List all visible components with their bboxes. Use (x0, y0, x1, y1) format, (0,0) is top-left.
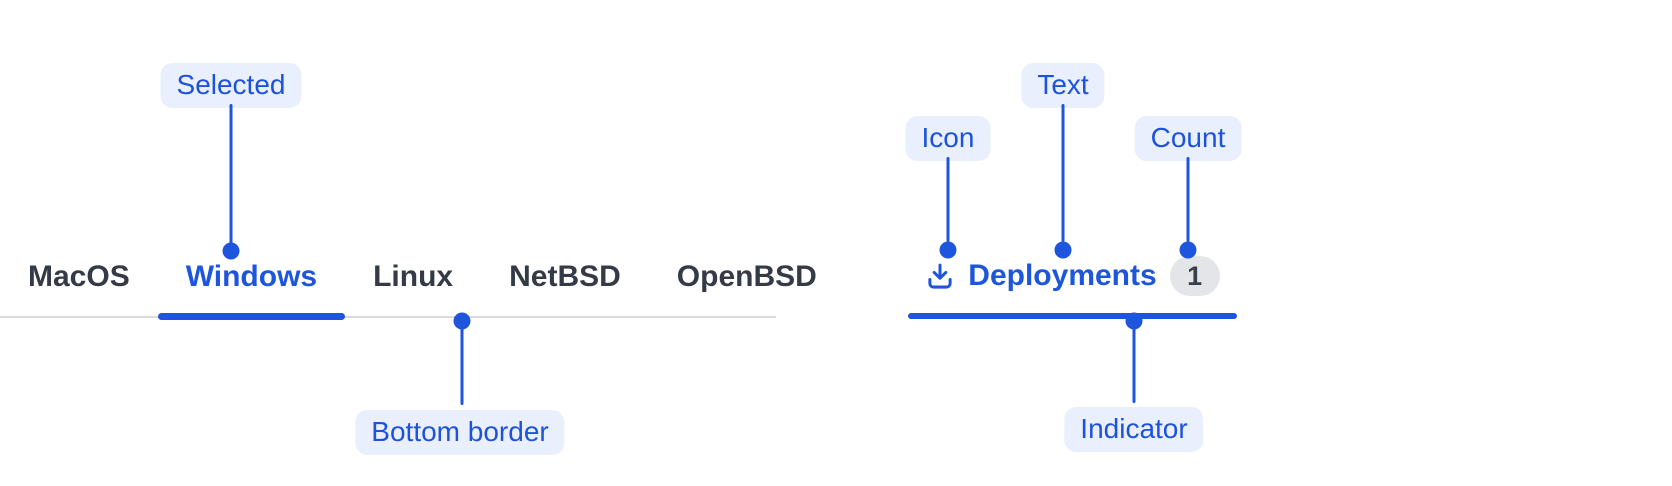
tab-count-badge: 1 (1169, 256, 1220, 296)
callout-bottom-border-line (460, 321, 464, 405)
tab-windows[interactable]: Windows (157, 260, 346, 320)
selected-tab-indicator (908, 313, 1237, 319)
tab-macos[interactable]: MacOS (28, 260, 130, 293)
tab-linux[interactable]: Linux (373, 260, 454, 293)
callout-count: Count (1134, 116, 1242, 161)
callout-count-line (1186, 157, 1190, 242)
tab-deployments-label: Deployments (968, 259, 1157, 292)
selected-tab-underline (157, 313, 346, 320)
download-icon (928, 263, 952, 289)
tab-windows-label: Windows (185, 260, 318, 293)
tab-deployments-content: Deployments 1 (908, 241, 1237, 311)
callout-text: Text (1021, 63, 1105, 108)
callout-indicator: Indicator (1064, 407, 1204, 452)
tab-netbsd[interactable]: NetBSD (509, 260, 621, 293)
tab-bar: MacOS Windows Linux NetBSD OpenBSD (0, 240, 817, 320)
callout-selected-line (229, 104, 233, 244)
callout-indicator-line (1132, 321, 1136, 403)
callout-selected: Selected (160, 63, 302, 108)
callout-selected-dot (222, 242, 240, 260)
callout-bottom-border: Bottom border (355, 410, 565, 455)
tab-openbsd[interactable]: OpenBSD (676, 260, 817, 293)
callout-icon-dot (939, 241, 957, 259)
callout-text-dot (1054, 241, 1072, 259)
tab-deployments[interactable]: Deployments 1 (908, 241, 1237, 319)
callout-icon: Icon (905, 116, 991, 161)
callout-count-dot (1179, 241, 1197, 259)
callout-icon-line (946, 157, 950, 242)
callout-text-line (1061, 104, 1065, 242)
